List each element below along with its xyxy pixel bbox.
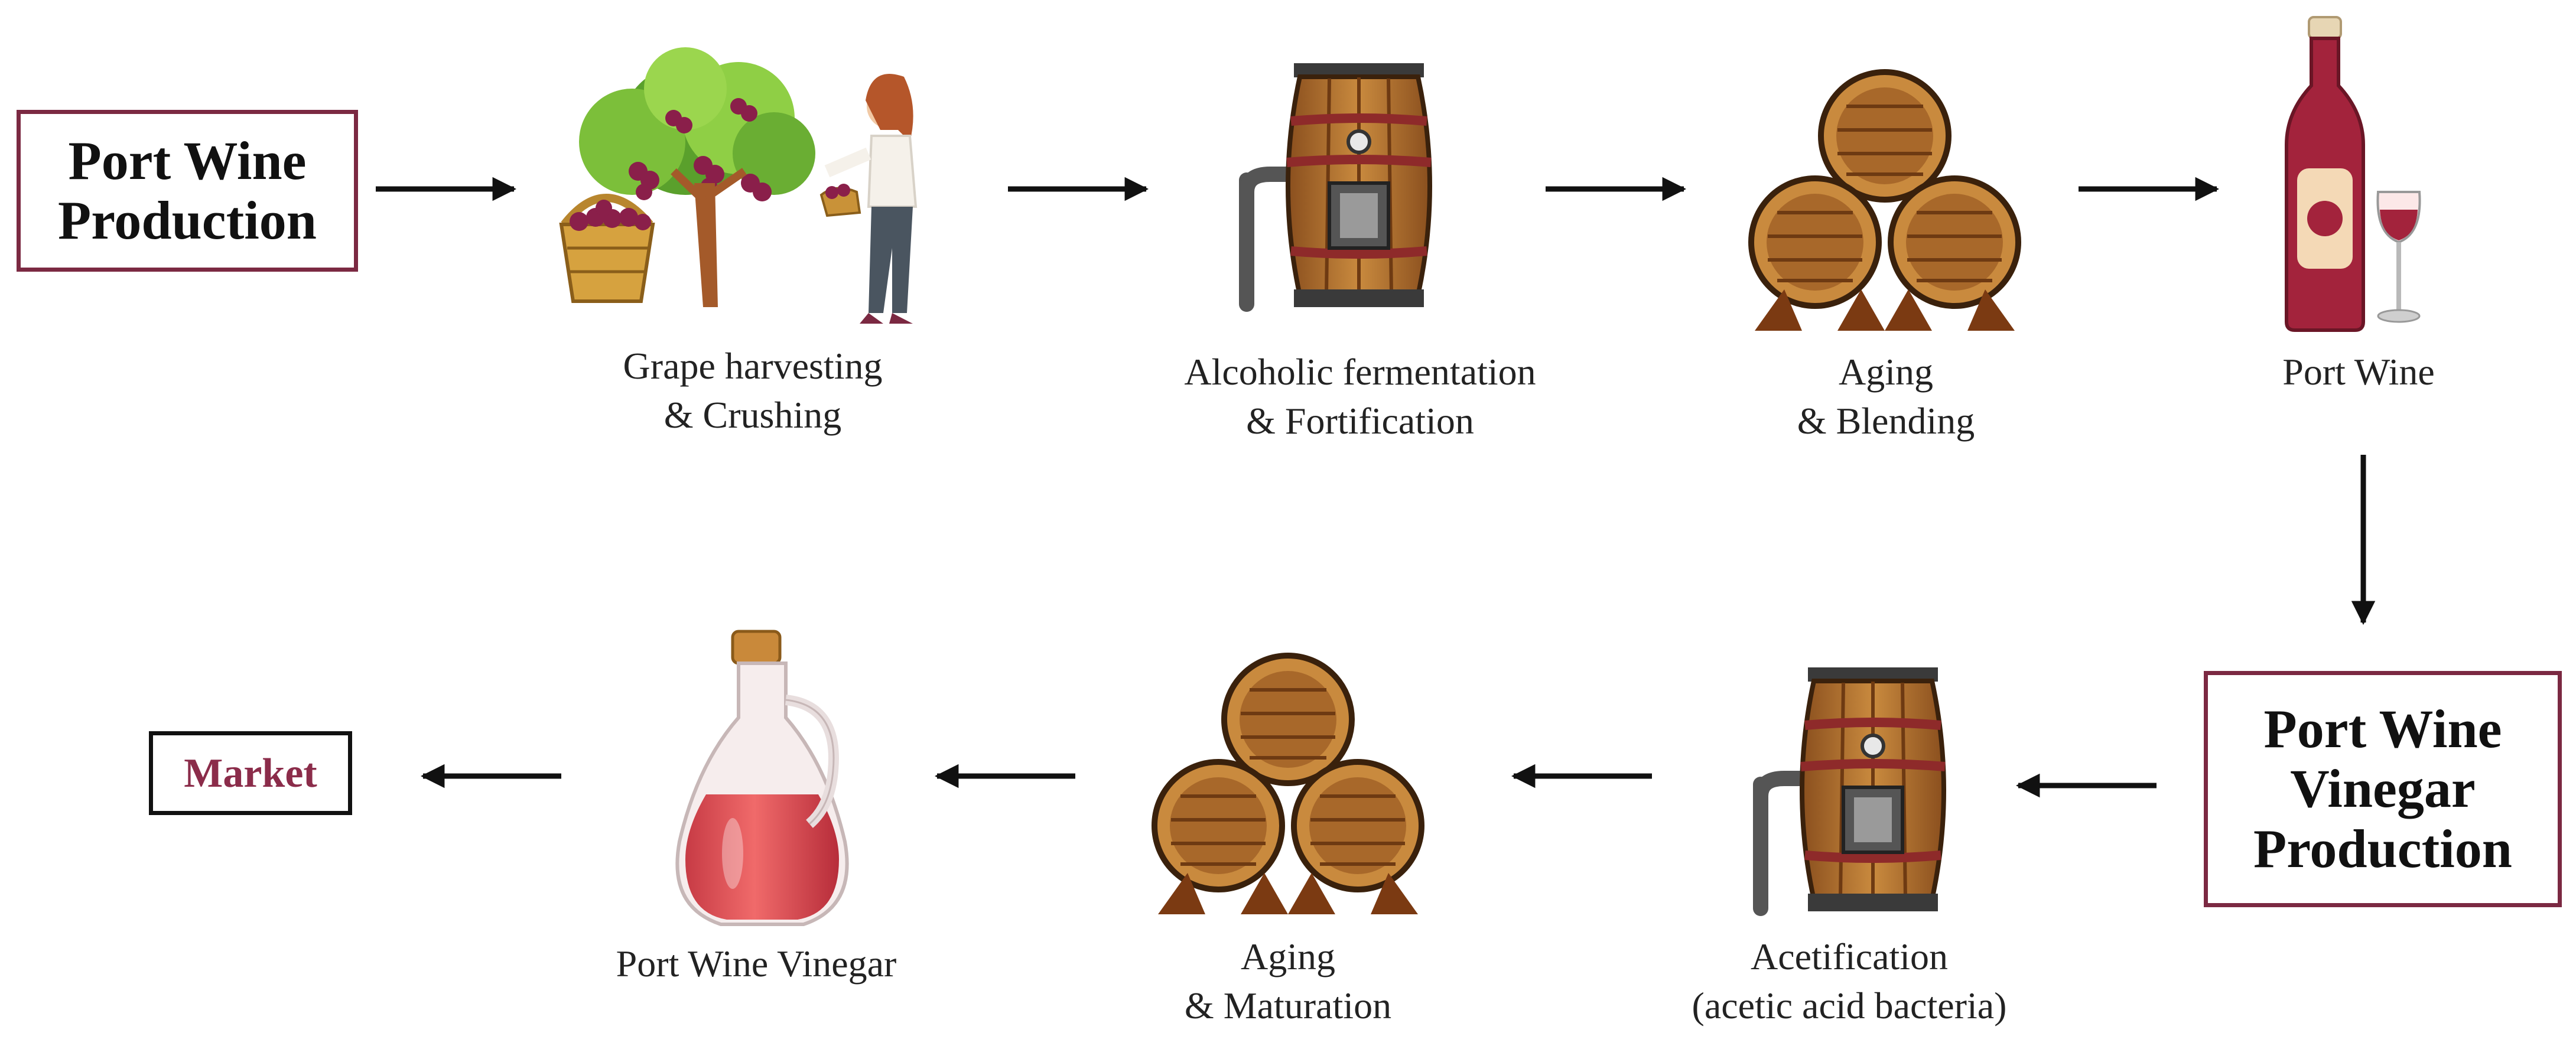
arrow-port-wine-to-vinegar-production [2351,455,2376,625]
vinegar-jug-icon [675,630,849,926]
caption-acetification-line2: (acetic acid bacteria) [1692,985,2007,1027]
arrow-aging-to-vinegar [934,764,1075,788]
market-box: Market [149,731,352,815]
caption-port-wine: Port Wine [2122,347,2576,396]
arrow-vinegar-production-to-acetification [2015,773,2157,798]
grape-harvest-icon [559,47,918,324]
vinegar-box-line1: Port Wine [2263,699,2502,760]
start-box-line2: Production [58,190,317,250]
caption-port-wine-line1: Port Wine [2282,351,2435,393]
caption-aging-mat-line1: Aging [1241,936,1335,977]
caption-aging-maturation: Aging & Maturation [1052,932,1524,1030]
fermentation-barrel-icon [1239,63,1432,312]
caption-acetification-line1: Acetification [1750,936,1949,977]
arrow-aging-to-port-wine [2079,177,2220,201]
caption-aging-blend-line1: Aging [1839,351,1933,393]
caption-grape-harvesting: Grape harvesting & Crushing [516,341,989,439]
acetification-barrel-icon [1753,667,1946,916]
caption-ferment-line1: Alcoholic fermentation [1184,351,1536,393]
caption-grape-line1: Grape harvesting [623,345,883,387]
barrel-stack-icon-maturation [1152,653,1424,914]
vinegar-box-port-wine-vinegar-production: Port Wine Vinegar Production [2204,671,2562,907]
caption-vinegar-line1: Port Wine Vinegar [616,943,897,985]
caption-alcoholic-fermentation: Alcoholic fermentation & Fortification [1124,347,1596,445]
market-label: Market [184,750,317,796]
arrow-start-to-grape [376,177,517,201]
caption-aging-blending: Aging & Blending [1650,347,2122,445]
arrow-vinegar-to-market [420,764,561,788]
barrel-stack-icon [1748,69,2021,331]
caption-aging-blend-line2: & Blending [1797,400,1975,442]
caption-port-wine-vinegar: Port Wine Vinegar [520,939,993,988]
caption-ferment-line2: & Fortification [1246,400,1474,442]
arrow-acetification-to-aging [1511,764,1652,788]
caption-acetification: Acetification (acetic acid bacteria) [1613,932,2086,1030]
start-box-line1: Port Wine [68,130,307,191]
start-box-port-wine-production: Port Wine Production [17,110,358,272]
caption-grape-line2: & Crushing [663,394,842,436]
vinegar-box-line2: Vinegar [2290,758,2476,819]
arrow-grape-to-fermentation [1008,177,1149,201]
vinegar-box-line3: Production [2253,818,2512,879]
wine-bottle-glass-icon [2285,16,2421,332]
arrow-fermentation-to-aging [1546,177,1687,201]
caption-aging-mat-line2: & Maturation [1184,985,1392,1027]
